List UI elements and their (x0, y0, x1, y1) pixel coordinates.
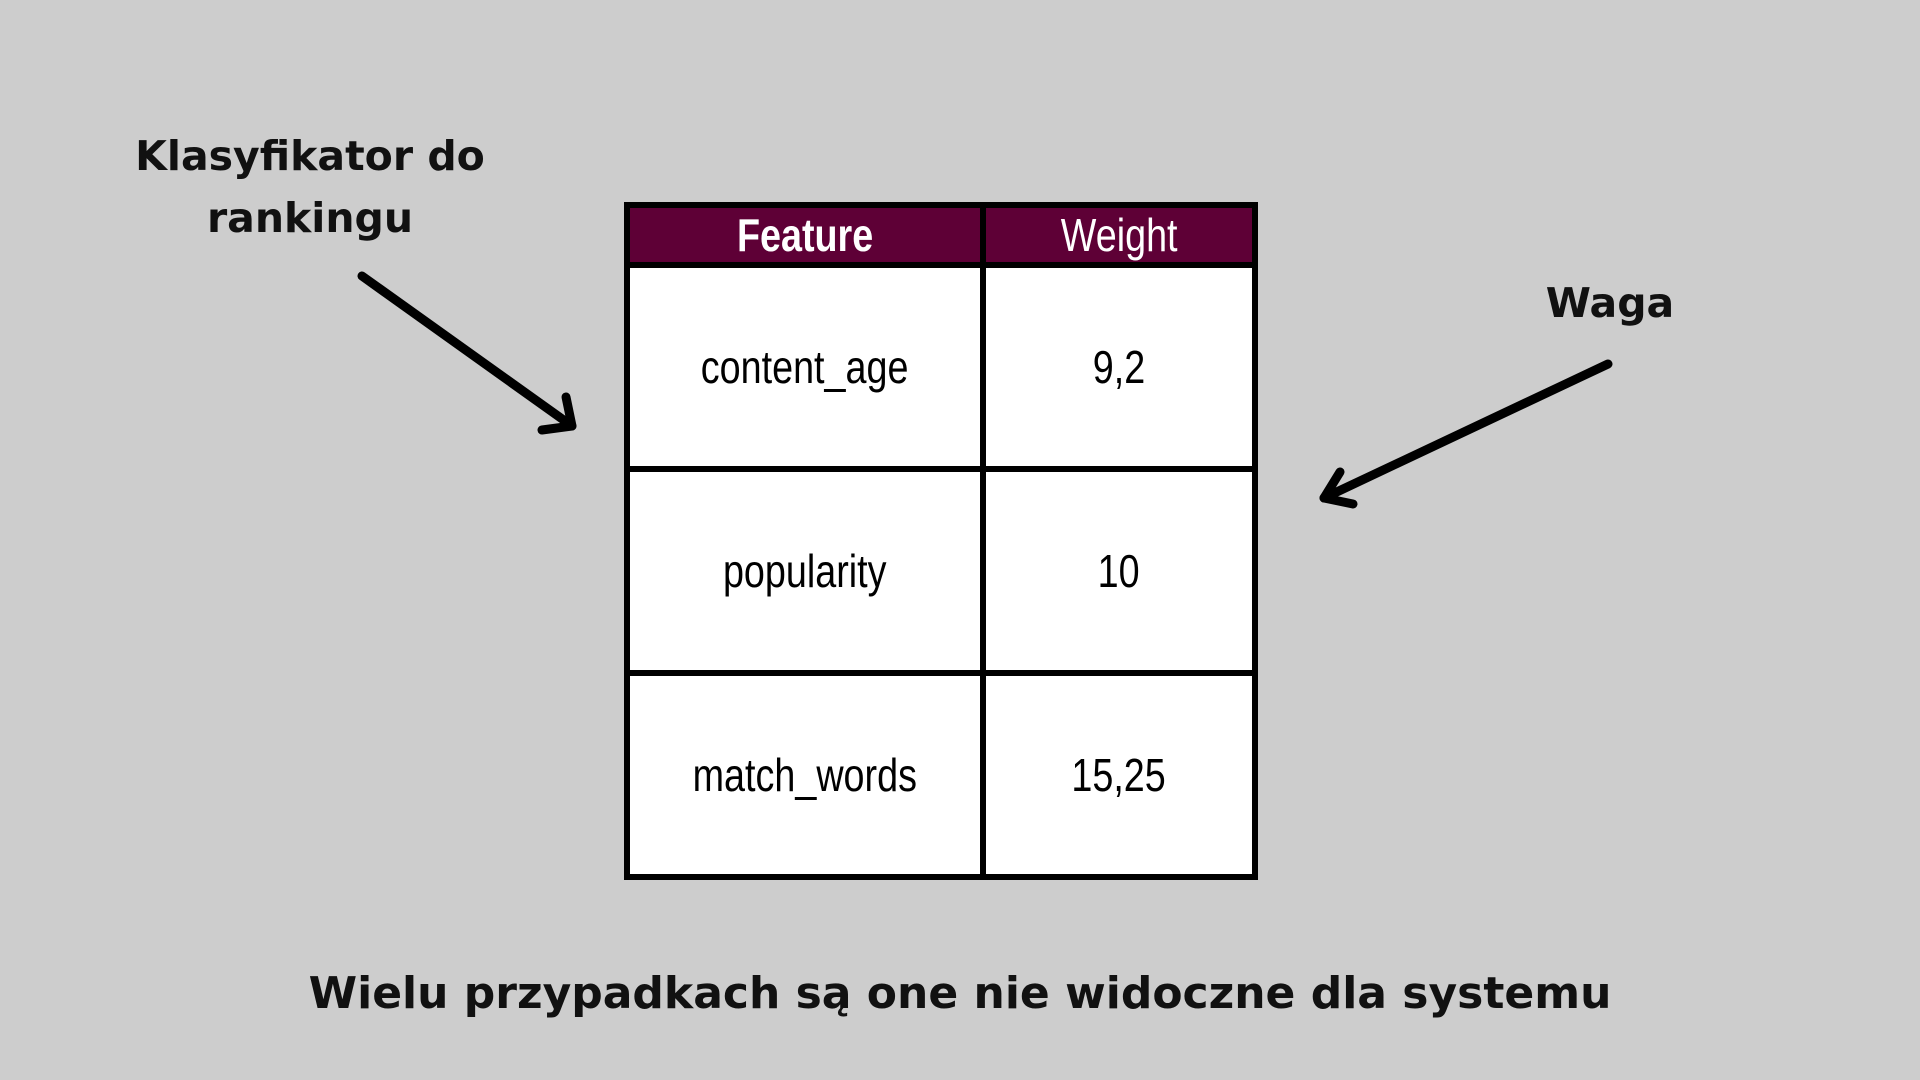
feature-weight-table: Feature Weight content_age 9,2 popularit… (624, 202, 1258, 880)
arrow-right-annotation-icon (1319, 359, 1613, 509)
header-feature: Feature (624, 202, 986, 268)
table-row: popularity 10 (624, 466, 1258, 676)
cell-feature: match_words (624, 670, 986, 880)
cell-feature: popularity (624, 466, 986, 676)
classifier-annotation-line2: rankingu (206, 194, 414, 242)
arrow-left-annotation-icon (357, 271, 577, 435)
cell-weight: 9,2 (980, 262, 1258, 472)
cell-feature: content_age (624, 262, 986, 472)
classifier-annotation: Klasyfikator do rankingu (110, 125, 510, 249)
cell-weight: 10 (980, 466, 1258, 676)
weight-annotation: Waga (1545, 279, 1675, 327)
table-row: content_age 9,2 (624, 262, 1258, 472)
bottom-caption: Wielu przypadkach są one nie widoczne dl… (308, 968, 1612, 1019)
classifier-annotation-line1: Klasyfikator do (135, 132, 485, 180)
table-header-row: Feature Weight (624, 202, 1258, 268)
header-weight: Weight (980, 202, 1258, 268)
cell-weight: 15,25 (980, 670, 1258, 880)
table-row: match_words 15,25 (624, 670, 1258, 880)
